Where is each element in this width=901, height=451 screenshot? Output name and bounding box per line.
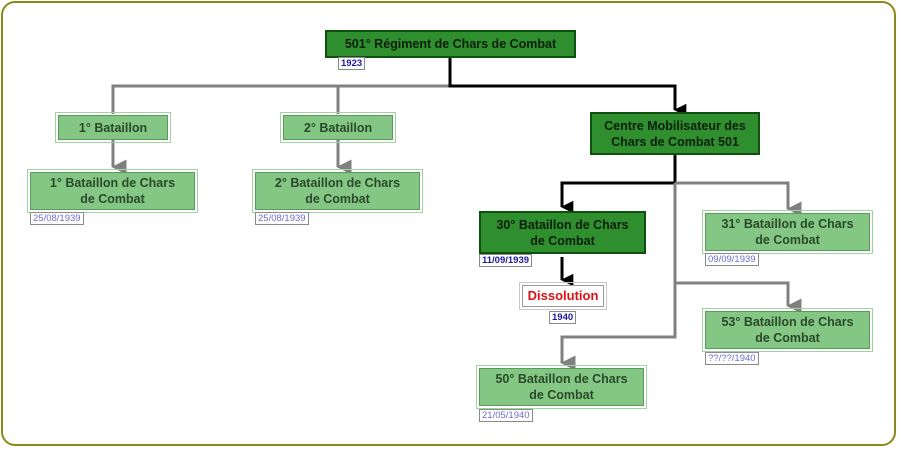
node-label: Centre Mobilisateur des Chars de Combat … [604, 118, 746, 149]
node-label: 501° Régiment de Chars de Combat [344, 37, 557, 51]
node-label: 53° Bataillon de Chars de Combat [721, 315, 854, 345]
node-label: 1° Bataillon [78, 120, 148, 135]
node-centre-mobilisateur: Centre Mobilisateur des Chars de Combat … [590, 112, 760, 155]
node-30-bcc: 30° Bataillon de Chars de Combat [479, 211, 646, 254]
date-badge: ??/??/1940 [705, 352, 759, 365]
date-badge: 1940 [549, 311, 577, 324]
date-badge: 25/08/1939 [30, 212, 84, 225]
node-label: 2° Bataillon [303, 120, 373, 135]
date-badge: 09/09/1939 [705, 253, 759, 266]
link-cm501-bcc53 [675, 281, 802, 314]
node-1-bcc: 1° Bataillon de Chars de Combat [27, 169, 198, 213]
node-label: 2° Bataillon de Chars de Combat [274, 176, 401, 206]
node-label: 1° Bataillon de Chars de Combat [49, 176, 176, 206]
date-badge: 21/05/1940 [479, 409, 533, 422]
date-badge: 11/09/1939 [479, 254, 533, 267]
node-label: Dissolution [527, 288, 599, 303]
node-2-bcc: 2° Bataillon de Chars de Combat [252, 169, 423, 213]
node-50-bcc: 50° Bataillon de Chars de Combat [476, 365, 647, 409]
node-label: 31° Bataillon de Chars de Combat [721, 217, 854, 247]
link-cm501-bcc30 [560, 155, 677, 214]
node-501-regiment: 501° Régiment de Chars de Combat [325, 30, 576, 58]
date-badge: 1923 [338, 57, 366, 70]
link-cm501-trunk [560, 183, 677, 371]
link-root-cm501 [448, 58, 687, 117]
node-31-bcc: 31° Bataillon de Chars de Combat [702, 210, 873, 254]
node-1-bataillon: 1° Bataillon [55, 112, 171, 143]
node-label: 50° Bataillon de Chars de Combat [495, 372, 628, 402]
node-53-bcc: 53° Bataillon de Chars de Combat [702, 308, 873, 352]
node-dissolution: Dissolution [519, 282, 607, 310]
link-cm501-bcc31 [675, 181, 802, 217]
link-root-bat1 [111, 58, 452, 114]
node-2-bataillon: 2° Bataillon [280, 112, 396, 143]
date-badge: 25/08/1939 [255, 212, 309, 225]
node-label: 30° Bataillon de Chars de Combat [496, 217, 629, 248]
